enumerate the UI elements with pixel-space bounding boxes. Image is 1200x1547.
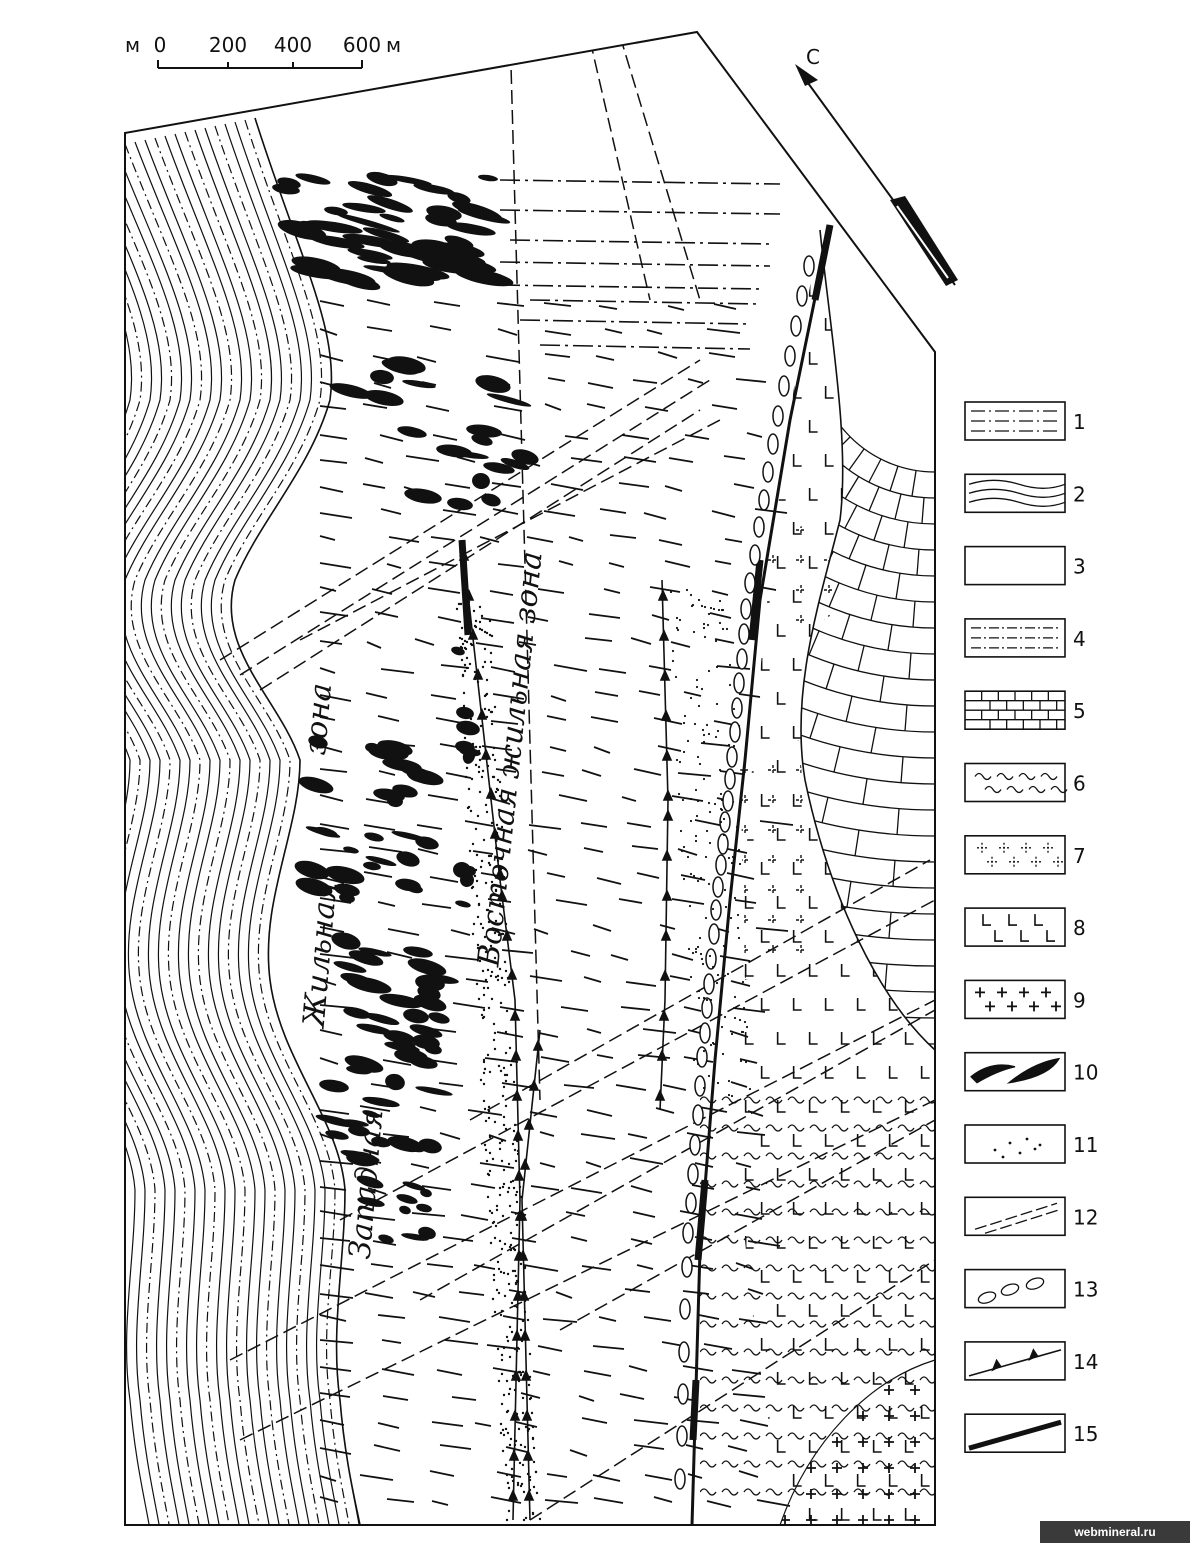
legend-number: 9 — [1073, 988, 1086, 1012]
ore-vein-lenses — [272, 171, 539, 1244]
granite-contact — [779, 1359, 936, 1526]
legend-number: 8 — [1073, 916, 1086, 940]
scale-tick: 600 — [343, 33, 381, 57]
schist-unit — [700, 1096, 935, 1496]
svg-text:Жильная: Жильная — [297, 880, 345, 1030]
legend-number: 11 — [1073, 1133, 1098, 1157]
main-thrust-fault — [689, 224, 834, 1526]
legend-item-5: 5 — [964, 690, 1086, 731]
toothed-thrust-lines — [458, 539, 674, 1521]
limestone-contact — [800, 229, 936, 1051]
upper-dash-dot-strata — [499, 179, 781, 350]
conglomerate-ovals — [674, 255, 815, 1490]
legend-item-9: 9 — [964, 979, 1086, 1020]
legend-number: 10 — [1073, 1061, 1098, 1085]
legend-number: 6 — [1073, 772, 1086, 796]
legend-number: 15 — [1073, 1422, 1098, 1446]
western-contact-line — [230, 117, 361, 1526]
watermark: webmineral.ru — [1040, 1521, 1190, 1543]
legend-item-1: 1 — [964, 401, 1086, 441]
svg-text:зона: зона — [298, 682, 339, 757]
map-frame — [124, 30, 936, 1526]
legend-number: 7 — [1073, 844, 1086, 868]
legend-item-12: 12 — [964, 1196, 1098, 1237]
scale-unit-right: м — [386, 33, 401, 57]
legend-number: 1 — [1073, 410, 1086, 434]
scale-tick: 400 — [274, 33, 312, 57]
scale-bar: м 0 200 400 600 м — [125, 33, 401, 69]
scale-unit-left: м — [125, 33, 140, 57]
central-dashed-strata — [319, 299, 794, 1508]
legend-item-10: 10 — [964, 1051, 1098, 1092]
legend-item-11: 11 — [964, 1124, 1098, 1164]
north-arrow-icon: С — [795, 45, 958, 286]
legend-item-14: 14 — [964, 1341, 1098, 1381]
legend-item-4: 4 — [964, 618, 1086, 658]
legend-item-15: 15 — [964, 1413, 1098, 1453]
legend-number: 12 — [1073, 1205, 1098, 1229]
legend-item-7: 7 — [964, 834, 1086, 875]
legend-item-2: 2 — [964, 473, 1086, 514]
legend-item-3: 3 — [964, 545, 1086, 586]
legend-number: 13 — [1073, 1278, 1098, 1302]
western-folded-band — [125, 118, 360, 1525]
legend-number: 4 — [1073, 627, 1086, 651]
scale-tick: 200 — [209, 33, 247, 57]
legend-number: 5 — [1073, 699, 1086, 723]
legend-item-6: 6 — [964, 762, 1086, 803]
legend-item-13: 13 — [964, 1268, 1098, 1309]
legend-item-8: 8 — [964, 907, 1086, 947]
legend-number: 3 — [1073, 555, 1086, 579]
legend-number: 14 — [1073, 1350, 1098, 1374]
north-label: С — [806, 45, 820, 69]
legend-number: 2 — [1073, 482, 1086, 506]
scale-tick: 0 — [154, 33, 167, 57]
